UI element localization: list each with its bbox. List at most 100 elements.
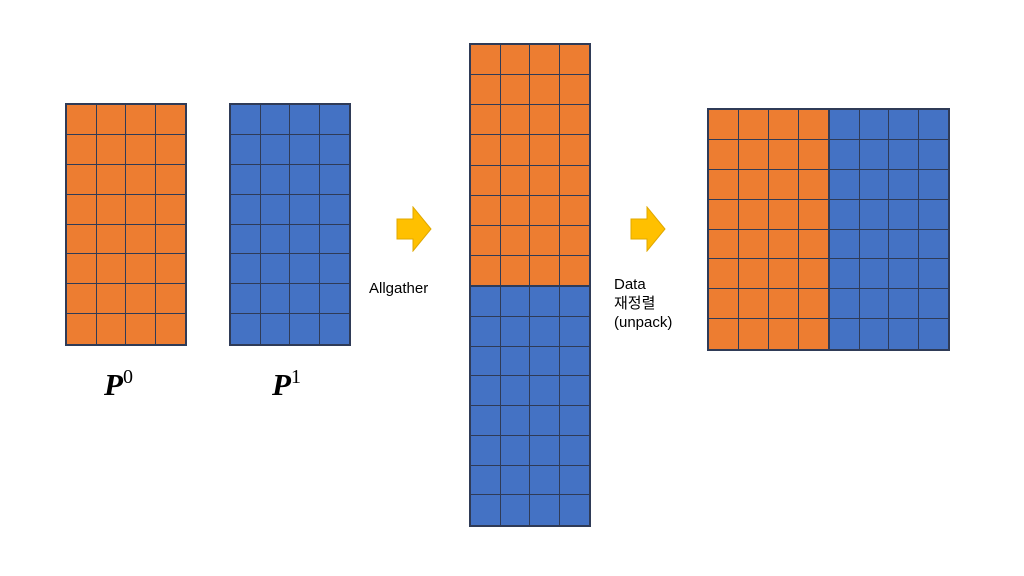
matrix-cell <box>739 139 769 170</box>
matrix-cell <box>67 224 97 255</box>
matrix-cell <box>500 287 530 317</box>
matrix-cell <box>155 164 185 195</box>
matrix-cell <box>830 289 860 320</box>
matrix-cell <box>889 169 919 200</box>
matrix-cell <box>96 134 126 165</box>
matrix-cell <box>559 105 589 136</box>
matrix-cell <box>231 224 261 255</box>
matrix-cell <box>500 495 530 525</box>
matrix-cell <box>859 289 889 320</box>
matrix-cell <box>709 139 739 170</box>
allgather-label: Allgather <box>369 280 429 297</box>
matrix-cell <box>260 134 290 165</box>
matrix-cell <box>559 75 589 106</box>
matrix-cell <box>830 139 860 170</box>
matrix-cell <box>799 139 829 170</box>
matrix-cell <box>530 225 560 256</box>
matrix-cell <box>290 194 320 225</box>
matrix-cell <box>500 225 530 256</box>
matrix-cell <box>530 195 560 226</box>
matrix-cell <box>559 435 589 466</box>
matrix-cell <box>471 75 501 106</box>
matrix-cell <box>500 255 530 286</box>
matrix-cell <box>260 284 290 315</box>
matrix-cell <box>799 289 829 320</box>
matrix-cell <box>530 376 560 406</box>
matrix-cell <box>231 134 261 165</box>
matrix-cell <box>859 199 889 230</box>
matrix-cell <box>319 164 349 195</box>
matrix-cell <box>126 194 156 225</box>
matrix-cell <box>559 45 589 76</box>
matrix-cell <box>559 376 589 406</box>
p1-label: P1 <box>272 366 301 403</box>
matrix-cell <box>126 164 156 195</box>
matrix-cell <box>559 316 589 347</box>
gathered-matrix-part-1 <box>469 285 591 527</box>
p1-matrix <box>229 103 351 346</box>
matrix-cell <box>918 289 948 320</box>
matrix-cell <box>471 465 501 496</box>
matrix-cell <box>231 105 261 135</box>
matrix-cell <box>290 134 320 165</box>
matrix-cell <box>126 314 156 344</box>
matrix-cell <box>918 319 948 349</box>
matrix-cell <box>739 110 769 140</box>
matrix-cell <box>67 254 97 285</box>
matrix-cell <box>500 465 530 496</box>
p0-label: P0 <box>104 366 133 403</box>
matrix-cell <box>471 287 501 317</box>
matrix-cell <box>126 284 156 315</box>
matrix-cell <box>500 406 530 436</box>
matrix-cell <box>830 259 860 290</box>
matrix-cell <box>559 287 589 317</box>
matrix-cell <box>96 105 126 135</box>
matrix-cell <box>889 139 919 170</box>
matrix-cell <box>559 135 589 166</box>
matrix-cell <box>260 164 290 195</box>
matrix-cell <box>859 229 889 260</box>
matrix-cell <box>889 199 919 230</box>
matrix-cell <box>530 435 560 466</box>
unpacked-matrix-part-1 <box>828 108 950 351</box>
unpack-label: Data 재정렬 (unpack) <box>614 275 672 332</box>
matrix-cell <box>500 105 530 136</box>
matrix-cell <box>739 229 769 260</box>
matrix-cell <box>799 259 829 290</box>
matrix-cell <box>918 259 948 290</box>
matrix-cell <box>530 255 560 286</box>
matrix-cell <box>231 164 261 195</box>
matrix-cell <box>500 316 530 347</box>
matrix-cell <box>500 195 530 226</box>
matrix-cell <box>96 254 126 285</box>
matrix-cell <box>231 314 261 344</box>
matrix-cell <box>889 259 919 290</box>
matrix-cell <box>96 314 126 344</box>
matrix-cell <box>260 224 290 255</box>
matrix-cell <box>739 259 769 290</box>
matrix-cell <box>260 194 290 225</box>
matrix-cell <box>709 169 739 200</box>
matrix-cell <box>889 289 919 320</box>
matrix-cell <box>319 134 349 165</box>
right-arrow-icon <box>630 206 666 252</box>
matrix-cell <box>709 319 739 349</box>
matrix-cell <box>530 316 560 347</box>
matrix-cell <box>231 254 261 285</box>
matrix-cell <box>739 199 769 230</box>
matrix-cell <box>739 169 769 200</box>
matrix-cell <box>769 319 799 349</box>
matrix-cell <box>126 134 156 165</box>
matrix-cell <box>96 224 126 255</box>
right-arrow-icon <box>396 206 432 252</box>
matrix-cell <box>96 284 126 315</box>
matrix-cell <box>799 169 829 200</box>
matrix-cell <box>155 105 185 135</box>
matrix-cell <box>319 254 349 285</box>
matrix-cell <box>126 224 156 255</box>
matrix-cell <box>559 255 589 286</box>
matrix-cell <box>155 224 185 255</box>
matrix-cell <box>530 495 560 525</box>
matrix-cell <box>530 105 560 136</box>
matrix-cell <box>290 105 320 135</box>
